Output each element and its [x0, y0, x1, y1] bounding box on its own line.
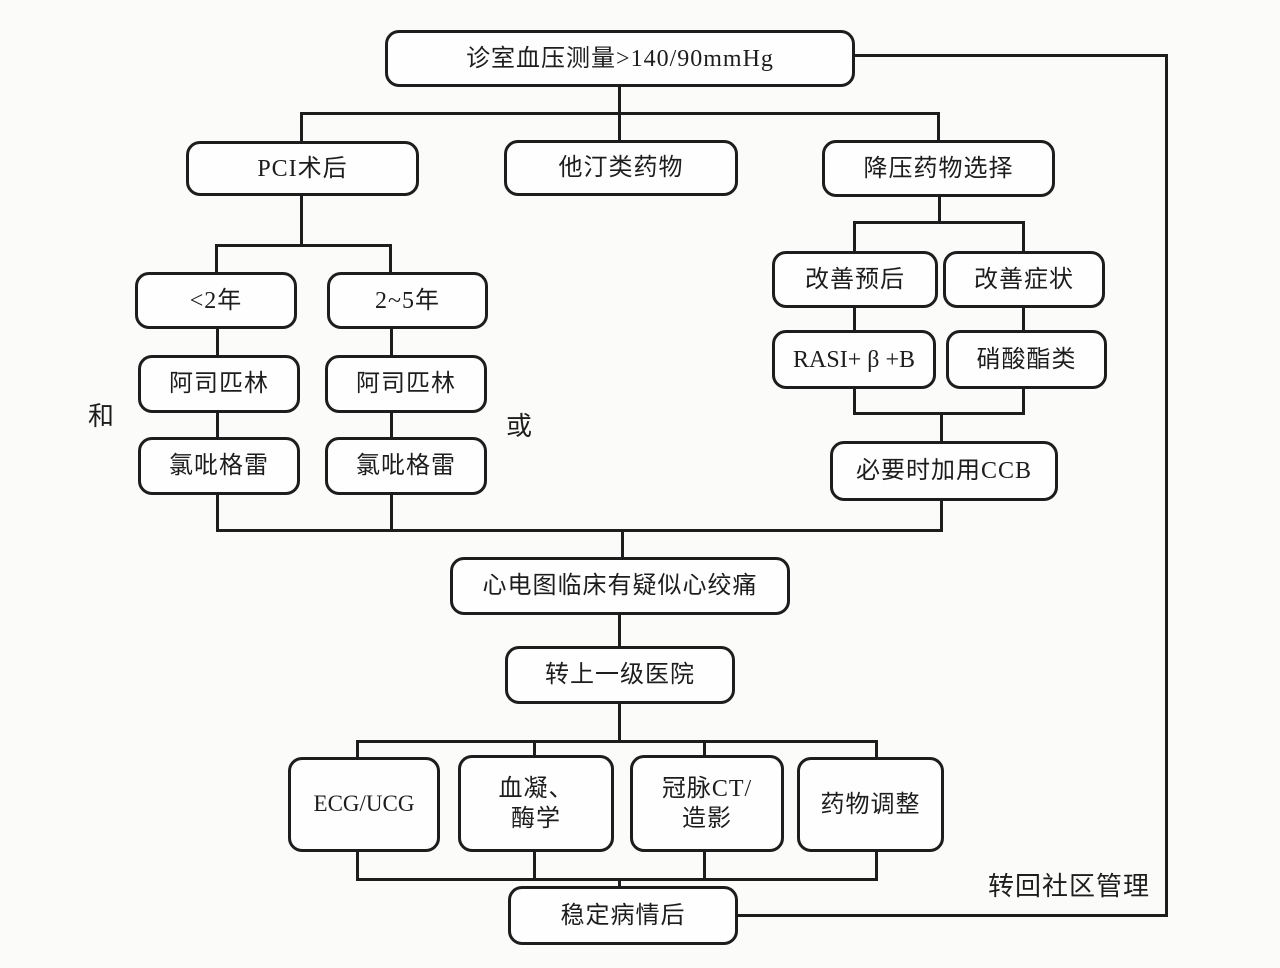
node-ecg-suspected-angina-label: 心电图临床有疑似心绞痛: [482, 573, 758, 599]
node-antihypertensive-choice-label: 降压药物选择: [863, 155, 1014, 182]
node-refer-to-higher-hospital: 转上一级医院: [505, 646, 735, 704]
connector-drop-drugadj: [875, 740, 878, 758]
node-aspirin-right: 阿司匹林: [325, 355, 487, 413]
connector-drop-coag: [533, 740, 536, 756]
node-improve-prognosis: 改善预后: [772, 251, 938, 308]
connector-merge-bar: [216, 529, 943, 532]
connector-clo2-down: [390, 494, 393, 532]
node-office-bp-measurement-label: 诊室血压测量>140/90mmHg: [466, 45, 774, 72]
connector-nitrate-down: [1022, 388, 1025, 415]
node-nitrates: 硝酸酯类: [946, 330, 1107, 389]
node-under-2-years-label: <2年: [189, 287, 243, 314]
connector-pci-bar: [215, 244, 392, 247]
edge-label-or: 或: [506, 412, 535, 441]
connector-drop-2to5y: [389, 244, 392, 274]
connector-ecgucg-down: [356, 851, 359, 881]
node-aspirin-left-label: 阿司匹林: [169, 371, 269, 397]
connector-ccb-to-merge: [940, 500, 943, 532]
connector-aspirin1-clo1: [216, 412, 219, 438]
connector-prognosis-rasi: [853, 307, 856, 332]
node-clopidogrel-left-label: 氯吡格雷: [169, 453, 269, 479]
connector-drop-lt2y: [215, 244, 218, 274]
edge-label-return-to-community: 转回社区管理: [988, 872, 1151, 901]
node-2-to-5-years: 2~5年: [327, 272, 488, 329]
connector-drop-pci: [300, 112, 303, 142]
connector-tests-bar: [356, 740, 878, 743]
node-antihypertensive-choice: 降压药物选择: [822, 140, 1055, 197]
node-2-to-5-years-label: 2~5年: [375, 287, 440, 314]
connector-drop-statin: [618, 112, 621, 141]
node-ecg-ucg-label: ECG/UCG: [313, 791, 415, 817]
node-ecg-ucg: ECG/UCG: [288, 757, 440, 852]
connector-refer-stem: [618, 703, 621, 742]
node-drug-adjustment: 药物调整: [797, 757, 944, 852]
connector-drugadj-down: [875, 850, 878, 881]
node-add-ccb-if-needed: 必要时加用CCB: [830, 441, 1058, 501]
connector-2to5y-aspirin: [390, 328, 393, 356]
connector-ct-down: [703, 851, 706, 881]
connector-drop-ccb: [940, 412, 943, 442]
connector-drop-ct: [703, 740, 706, 756]
node-coagulation-enzymes-line2: 酶学: [511, 805, 561, 832]
connector-drop-ecgucg: [356, 740, 359, 758]
connector-symptom-nitrate: [1022, 307, 1025, 332]
node-clopidogrel-left: 氯吡格雷: [138, 437, 300, 495]
node-coronary-ct-angiography-line2: 造影: [682, 805, 732, 832]
node-aspirin-left: 阿司匹林: [138, 355, 300, 413]
node-office-bp-measurement: 诊室血压测量>140/90mmHg: [385, 30, 855, 87]
node-coronary-ct-angiography: 冠脉CT/ 造影: [630, 755, 784, 852]
connector-merge-drop-ecg: [621, 529, 624, 558]
connector-rasi-down: [853, 388, 856, 415]
node-rasi-beta-blocker: RASI+ β +B: [772, 330, 936, 389]
node-coagulation-enzymes-line1: 血凝、: [498, 775, 574, 802]
node-under-2-years: <2年: [135, 272, 297, 329]
connector-lt2y-aspirin: [216, 328, 219, 356]
connector-ecg-refer: [618, 614, 621, 647]
node-improve-symptoms: 改善症状: [943, 251, 1105, 308]
node-statin-drugs: 他汀类药物: [504, 140, 738, 196]
node-after-condition-stabilized-label: 稳定病情后: [560, 902, 686, 929]
node-drug-adjustment-label: 药物调整: [820, 791, 921, 818]
node-refer-to-higher-hospital-label: 转上一级医院: [545, 662, 695, 688]
node-post-pci: PCI术后: [186, 141, 419, 196]
connector-drop-bp-drug: [937, 112, 940, 141]
node-clopidogrel-right-label: 氯吡格雷: [356, 453, 456, 479]
connector-rasi-nitrate-bar: [853, 412, 1025, 415]
node-improve-symptoms-label: 改善症状: [974, 266, 1074, 293]
connector-return-bottom: [736, 914, 1168, 917]
connector-drop-prognosis: [853, 221, 856, 252]
connector-bpdrug-bar: [853, 221, 1025, 224]
connector-tests-merge-bar: [356, 878, 878, 881]
edge-label-and: 和: [88, 402, 117, 431]
connector-return-right: [1165, 54, 1168, 917]
node-coagulation-enzymes: 血凝、 酶学: [458, 755, 614, 852]
connector-coag-down: [533, 851, 536, 881]
connector-aspirin2-clo2: [390, 412, 393, 438]
node-post-pci-label: PCI术后: [257, 155, 348, 182]
connector-clo1-down: [216, 494, 219, 532]
connector-top-stem: [618, 86, 621, 114]
node-coronary-ct-angiography-line1: 冠脉CT/: [661, 775, 753, 802]
node-rasi-beta-blocker-label: RASI+ β +B: [793, 346, 915, 373]
node-ecg-suspected-angina: 心电图临床有疑似心绞痛: [450, 557, 790, 615]
connector-drop-stable: [618, 878, 621, 888]
connector-drop-symptom: [1022, 221, 1025, 252]
node-clopidogrel-right: 氯吡格雷: [325, 437, 487, 495]
node-add-ccb-if-needed-label: 必要时加用CCB: [855, 458, 1033, 484]
node-statin-drugs-label: 他汀类药物: [558, 155, 684, 181]
node-aspirin-right-label: 阿司匹林: [356, 371, 456, 397]
node-after-condition-stabilized: 稳定病情后: [508, 886, 738, 945]
connector-bpdrug-stem: [938, 196, 941, 224]
node-improve-prognosis-label: 改善预后: [805, 266, 905, 293]
connector-return-top: [853, 54, 1168, 57]
connector-pci-stem: [300, 196, 303, 246]
node-nitrates-label: 硝酸酯类: [976, 346, 1077, 373]
